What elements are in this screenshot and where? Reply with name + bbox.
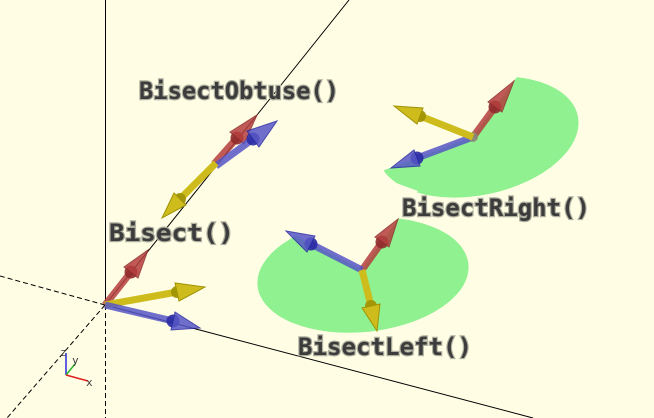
red-vector-arrow [211,113,259,167]
label-bisect-left: BisectLeft() [298,333,472,361]
disc-cutout [332,18,539,177]
red-vector-arrow [359,217,399,273]
bisect-obtuse-arrows [160,113,279,220]
label-bisect-obtuse: BisectObtuse() [139,77,339,105]
bisect-arrows [102,248,207,331]
blue-vector-arrow [389,133,475,169]
red-vector-arrow [470,79,516,140]
gizmo-x-label: x [86,376,93,389]
blue-vector-arrow [104,301,202,331]
gizmo-y-axis [65,363,76,376]
label-bisect: Bisect() [109,219,234,247]
blue-vector-arrow [284,230,364,274]
bisect-right-arrows [389,79,516,169]
bisect-left-arrows [284,217,399,333]
blue-vector-arrow [213,120,279,169]
label-bisect-right: BisectRight() [402,194,590,222]
y-axis-negative [6,304,106,418]
yellow-bisector-arrow [160,160,219,220]
yellow-bisector-arrow [392,105,475,141]
red-vector-arrow [102,248,150,308]
gizmo-y-label: y [72,354,79,367]
gizmo-x-axis [65,374,89,382]
orientation-gizmo: z y x [60,346,93,389]
yellow-bisector-arrow [358,269,381,333]
disc-cutout [248,168,418,270]
gizmo-z-label: z [60,346,67,359]
yellow-bisector-arrow [104,282,207,309]
x-axis-negative [0,275,106,306]
